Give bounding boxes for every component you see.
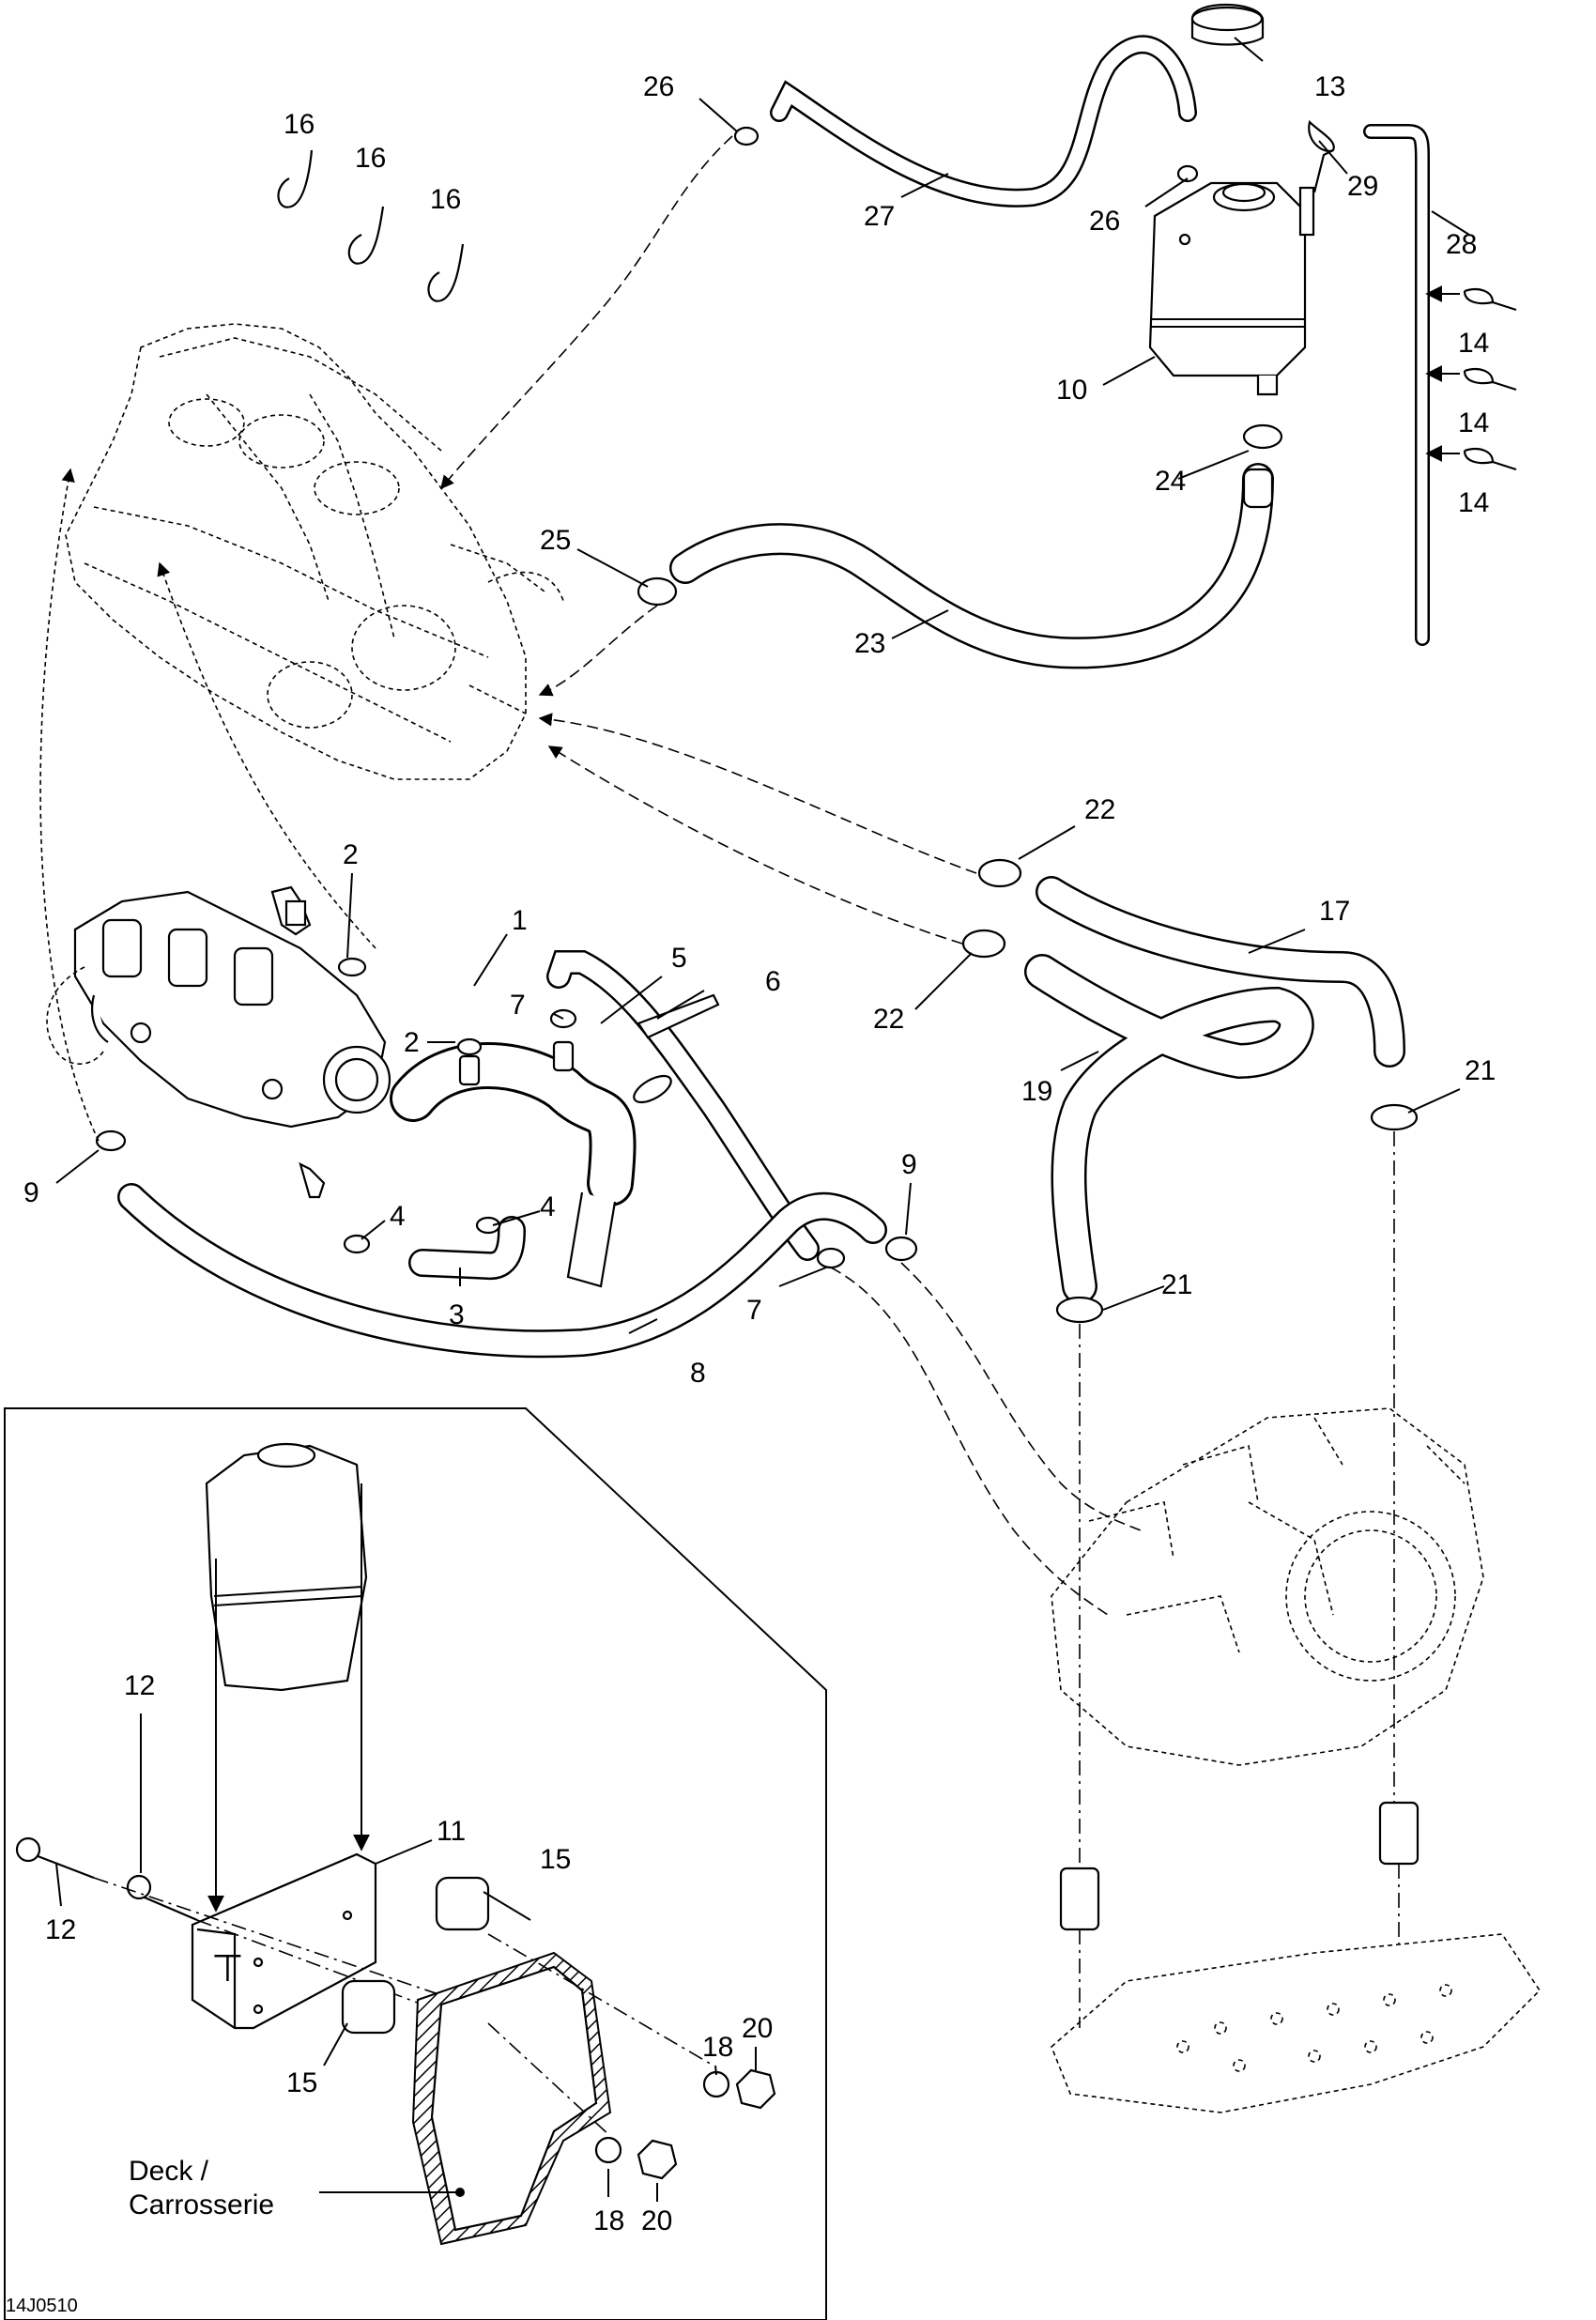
callout-27: 27 [864, 201, 895, 232]
inset-panel: ⊤ [4, 1407, 827, 2320]
callout-23: 23 [854, 628, 885, 659]
callout-7: 7 [510, 990, 526, 1021]
leader-lines [55, 37, 1470, 2202]
callout-20: 20 [641, 2205, 672, 2236]
callout-26: 26 [1089, 206, 1120, 237]
callout-29: 29 [1347, 171, 1378, 202]
callouts: 1 2 2 3 4 4 5 6 7 7 8 9 9 10 11 12 12 13… [23, 71, 1496, 2236]
hoses [117, 35, 1430, 1359]
coolant-reservoir [1148, 181, 1315, 396]
deck-label-line-2: Carrosserie [129, 2189, 274, 2220]
callout-17: 17 [1319, 896, 1350, 927]
connection-lines [39, 135, 1460, 2028]
callout-10: 10 [1056, 375, 1087, 406]
callout-9: 9 [23, 1177, 39, 1208]
callout-16: 16 [284, 109, 315, 140]
callout-14: 14 [1458, 487, 1489, 518]
heat-exchanger-assembly [46, 885, 391, 1199]
callout-28: 28 [1446, 229, 1477, 260]
clamps [95, 119, 1517, 1324]
callout-16: 16 [430, 184, 461, 215]
callout-6: 6 [765, 966, 781, 997]
callout-9: 9 [901, 1149, 917, 1180]
callout-18: 18 [593, 2205, 624, 2236]
callout-21: 21 [1465, 1055, 1496, 1086]
callout-24: 24 [1155, 466, 1186, 497]
callout-8: 8 [690, 1358, 706, 1389]
callout-3: 3 [449, 1299, 465, 1330]
callout-16: 16 [355, 143, 386, 174]
callout-11: 11 [437, 1816, 466, 1847]
callout-19: 19 [1021, 1076, 1052, 1107]
callout-15: 15 [286, 2067, 317, 2098]
deck-label-line-1: Deck / [129, 2156, 209, 2187]
callout-7: 7 [746, 1295, 762, 1326]
callout-4: 4 [390, 1201, 406, 1232]
callout-15: 15 [540, 1844, 571, 1875]
callout-22: 22 [1084, 794, 1115, 825]
callout-2: 2 [343, 839, 359, 870]
callout-4: 4 [540, 1191, 556, 1222]
drawing-id: 14J0510 [6, 2296, 78, 2316]
callout-25: 25 [540, 525, 571, 556]
callout-26: 26 [643, 71, 674, 102]
engine-outline [65, 323, 564, 780]
callout-18: 18 [702, 2032, 733, 2063]
svg-text:⊤: ⊤ [211, 1948, 244, 1990]
callout-12: 12 [124, 1670, 155, 1701]
callout-21: 21 [1161, 1269, 1192, 1300]
callout-1: 1 [512, 905, 528, 936]
callout-14: 14 [1458, 328, 1489, 359]
callout-5: 5 [671, 943, 687, 974]
callout-20: 20 [742, 2013, 773, 2044]
jet-pump-housing [1051, 1407, 1542, 2113]
callout-12: 12 [45, 1914, 76, 1945]
callout-22: 22 [873, 1004, 904, 1035]
callout-2: 2 [404, 1027, 420, 1058]
reservoir-cap [1190, 4, 1265, 46]
callout-13: 13 [1314, 71, 1345, 102]
callout-14: 14 [1458, 407, 1489, 438]
